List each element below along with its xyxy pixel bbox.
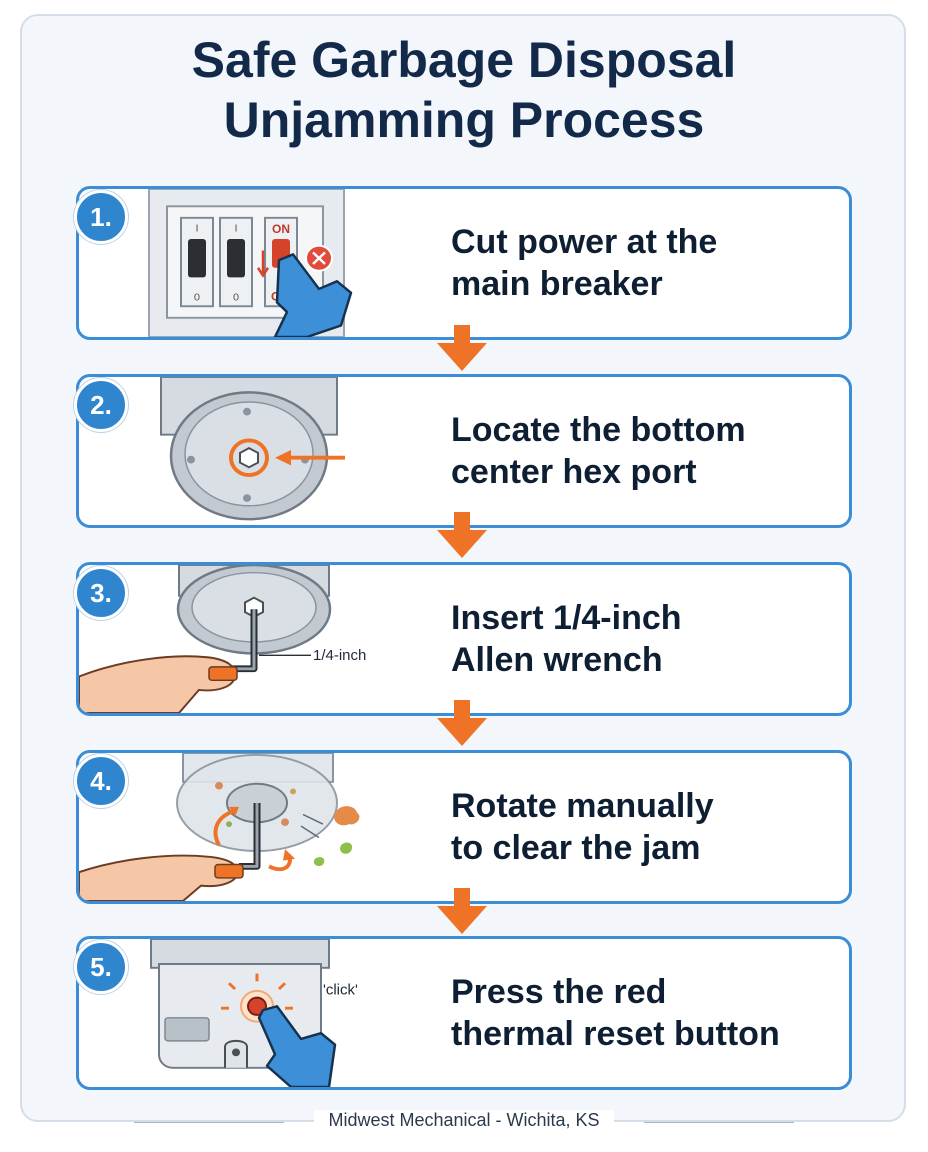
arrow-down-icon	[437, 325, 487, 371]
step-1-line-2: main breaker	[451, 265, 663, 303]
step-1-card: I I 0 0 ON OFF Cut power at the main bre…	[76, 186, 852, 340]
footer-rule-left	[134, 1122, 284, 1123]
step-4-card: Rotate manually to clear the jam	[76, 750, 852, 904]
wrench-size-label: 1/4-inch	[313, 648, 366, 664]
allen-wrench-insert-illustration: 1/4-inch	[79, 565, 409, 713]
reset-button-illustration: 'click'	[79, 939, 409, 1087]
step-3-badge: 3.	[74, 566, 128, 620]
step-3-line-1: Insert 1/4-inch	[451, 599, 682, 637]
footer: Midwest Mechanical - Wichita, KS	[0, 1110, 928, 1131]
arrow-down-icon	[437, 512, 487, 558]
footer-rule-right	[644, 1122, 794, 1123]
footer-text: Midwest Mechanical - Wichita, KS	[314, 1110, 614, 1131]
step-4-text: Rotate manually to clear the jam	[451, 753, 714, 901]
breaker-label-o-left: 0	[194, 292, 200, 304]
disposal-bottom-illustration	[79, 377, 409, 525]
title-line-1: Safe Garbage Disposal	[191, 32, 737, 88]
step-1-text: Cut power at the main breaker	[451, 189, 717, 337]
arrow-down-icon	[437, 888, 487, 934]
click-label: 'click'	[323, 983, 358, 999]
step-5-line-2: thermal reset button	[451, 1015, 780, 1053]
breaker-panel-illustration: I I 0 0 ON OFF	[79, 189, 409, 337]
step-2-line-2: center hex port	[451, 453, 697, 491]
breaker-label-o-mid: 0	[233, 292, 239, 304]
step-5-card: 'click' Press the red thermal reset butt…	[76, 936, 852, 1090]
step-5-line-1: Press the red	[451, 973, 667, 1011]
rotate-wrench-illustration	[79, 753, 409, 901]
step-1-line-1: Cut power at the	[451, 223, 718, 261]
step-3-card: 1/4-inch Insert 1/4-inch Allen wrench	[76, 562, 852, 716]
breaker-label-i-left: I	[195, 222, 198, 234]
title-line-2: Unjamming Process	[223, 92, 705, 148]
step-4-badge: 4.	[74, 754, 128, 808]
step-3-line-2: Allen wrench	[451, 641, 663, 679]
step-4-line-1: Rotate manually	[451, 787, 714, 825]
step-1-badge: 1.	[74, 190, 128, 244]
step-3-text: Insert 1/4-inch Allen wrench	[451, 565, 682, 713]
page-title: Safe Garbage Disposal Unjamming Process	[0, 30, 928, 150]
step-5-badge: 5.	[74, 940, 128, 994]
arrow-down-icon	[437, 700, 487, 746]
step-4-line-2: to clear the jam	[451, 829, 701, 867]
step-2-text: Locate the bottom center hex port	[451, 377, 746, 525]
breaker-on-label: ON	[272, 223, 290, 236]
step-5-text: Press the red thermal reset button	[451, 939, 780, 1087]
step-2-line-1: Locate the bottom	[451, 411, 746, 449]
step-2-card: Locate the bottom center hex port	[76, 374, 852, 528]
breaker-label-i-mid: I	[234, 222, 237, 234]
step-2-badge: 2.	[74, 378, 128, 432]
